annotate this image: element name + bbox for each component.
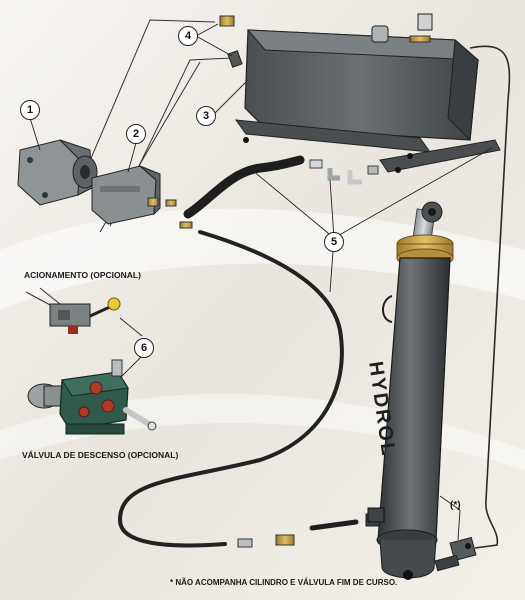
end-of-stroke-valve	[434, 536, 477, 572]
footnote: * NÃO ACOMPANHA CILINDRO E VÁLVULA FIM D…	[170, 578, 398, 587]
callout-2: 2	[126, 124, 146, 144]
descent-valve	[27, 359, 157, 435]
power-take-off	[17, 139, 98, 206]
callout-5: 5	[324, 232, 344, 252]
mount-rail	[379, 139, 501, 173]
oil-tank	[234, 13, 501, 173]
fittings-item-4	[219, 15, 243, 68]
hydraulic-pump	[91, 165, 161, 225]
descent-valve-label: VÁLVULA DE DESCENSO (OPCIONAL)	[22, 450, 179, 460]
actuator-label: ACIONAMENTO (OPCIONAL)	[24, 270, 141, 280]
actuator-assembly	[25, 287, 121, 334]
suction-hose	[183, 155, 305, 219]
callout-1: 1	[20, 100, 40, 120]
callout-asterisk: (*)	[450, 500, 461, 511]
pressure-hose	[117, 230, 344, 548]
callout-leaders	[29, 23, 493, 541]
fittings-item-5	[165, 159, 379, 229]
callout-6: 6	[134, 338, 154, 358]
breather-fitting	[417, 13, 433, 31]
hydraulic-cylinder	[367, 201, 454, 580]
callout-4: 4	[178, 26, 198, 46]
background-swoosh	[0, 208, 525, 310]
return-line	[469, 45, 511, 549]
filler-cap	[371, 25, 389, 43]
callout-3: 3	[196, 106, 216, 126]
leader-line	[85, 19, 216, 171]
